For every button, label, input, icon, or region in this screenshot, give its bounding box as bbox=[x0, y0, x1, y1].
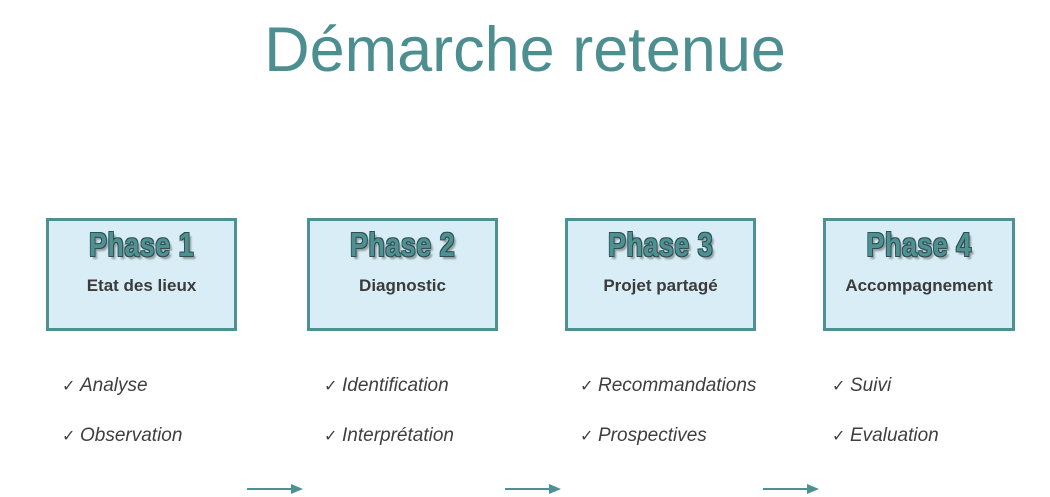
list-item-label: Evaluation bbox=[850, 425, 939, 446]
list-item-label: Observation bbox=[80, 425, 183, 446]
phase-3-subtitle: Projet partagé bbox=[603, 276, 718, 295]
check-icon: ✓ bbox=[832, 428, 846, 445]
arrow-phase3-to-phase4 bbox=[763, 481, 819, 497]
arrow-phase1-to-phase2 bbox=[247, 481, 303, 497]
phase-3-title: Phase 3 bbox=[607, 226, 714, 263]
phase-box-2[interactable]: Phase 2 Diagnostic bbox=[307, 218, 498, 331]
list-item: ✓Prospectives bbox=[580, 424, 756, 449]
list-item: ✓Interprétation bbox=[324, 424, 454, 449]
check-icon: ✓ bbox=[324, 428, 338, 445]
list-item-label: Interprétation bbox=[342, 425, 454, 446]
list-item-label: Identification bbox=[342, 375, 449, 396]
phase-2-title: Phase 2 bbox=[349, 226, 456, 263]
list-item-label: Recommandations bbox=[598, 375, 757, 396]
list-item-label: Suivi bbox=[850, 375, 892, 396]
bullet-list-phase-3: ✓Recommandations ✓Prospectives bbox=[580, 374, 756, 449]
check-icon: ✓ bbox=[580, 428, 594, 445]
slide-canvas: Démarche retenue Phase 1 Etat des lieux … bbox=[0, 15, 1050, 494]
check-icon: ✓ bbox=[580, 378, 594, 395]
bullet-list-phase-4: ✓Suivi ✓Evaluation bbox=[832, 374, 939, 449]
check-icon: ✓ bbox=[832, 378, 846, 395]
phase-box-1[interactable]: Phase 1 Etat des lieux bbox=[46, 218, 237, 331]
page-title: Démarche retenue bbox=[264, 15, 786, 85]
phase-1-title: Phase 1 bbox=[88, 226, 195, 263]
phase-flow-diagram: Phase 1 Etat des lieux Phase 2 Diagnosti… bbox=[0, 218, 1050, 494]
list-item-label: Prospectives bbox=[598, 425, 707, 446]
phase-box-3[interactable]: Phase 3 Projet partagé bbox=[565, 218, 756, 331]
phase-4-subtitle: Accompagnement bbox=[845, 276, 993, 295]
check-icon: ✓ bbox=[62, 428, 76, 445]
phase-4-title: Phase 4 bbox=[866, 226, 972, 263]
check-icon: ✓ bbox=[324, 378, 338, 395]
phase-2-subtitle: Diagnostic bbox=[359, 276, 446, 295]
list-item: ✓Analyse bbox=[62, 374, 182, 399]
phase-box-4[interactable]: Phase 4 Accompagnement bbox=[823, 218, 1015, 331]
list-item-label: Analyse bbox=[80, 375, 148, 396]
bullet-list-phase-2: ✓Identification ✓Interprétation bbox=[324, 374, 454, 449]
list-item: ✓Evaluation bbox=[832, 424, 939, 449]
list-item: ✓Suivi bbox=[832, 374, 939, 399]
list-item: ✓Observation bbox=[62, 424, 182, 449]
arrow-phase2-to-phase3 bbox=[505, 481, 561, 497]
list-item: ✓Identification bbox=[324, 374, 454, 399]
bullet-list-phase-1: ✓Analyse ✓Observation bbox=[62, 374, 182, 449]
phase-1-subtitle: Etat des lieux bbox=[86, 276, 197, 295]
list-item: ✓Recommandations bbox=[580, 374, 756, 399]
check-icon: ✓ bbox=[62, 378, 76, 395]
